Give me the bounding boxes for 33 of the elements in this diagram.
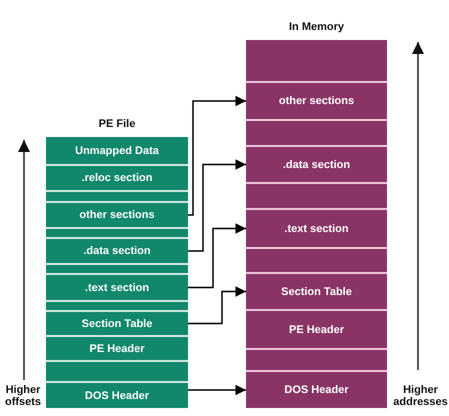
axis-note: Higher offsets — [4, 384, 42, 408]
section-band: .data section — [46, 239, 188, 263]
section-band: PE Header — [46, 337, 188, 360]
section-band: Section Table — [246, 274, 387, 309]
empty-band — [46, 302, 188, 310]
arrow — [188, 286, 246, 324]
arrow — [188, 159, 246, 252]
empty-band — [46, 229, 188, 237]
empty-band — [246, 121, 387, 145]
section-band: DOS Header — [46, 383, 188, 408]
empty-band — [246, 184, 387, 208]
empty-band — [246, 40, 387, 81]
section-band: .reloc section — [46, 166, 188, 190]
arrow — [188, 384, 246, 396]
section-band: PE Header — [246, 311, 387, 348]
arrow — [188, 223, 246, 288]
empty-band — [46, 362, 188, 381]
section-band: .text section — [46, 275, 188, 300]
empty-band — [46, 265, 188, 273]
arrow — [188, 96, 246, 216]
empty-band — [246, 350, 387, 370]
section-band: DOS Header — [246, 372, 387, 408]
axis-note: Higher addresses — [392, 384, 449, 408]
section-band: other sections — [46, 203, 188, 227]
section-band: Unmapped Data — [46, 137, 188, 164]
section-band: Section Table — [46, 312, 188, 335]
stack-title: In Memory — [288, 21, 345, 33]
empty-band — [46, 192, 188, 201]
section-band: other sections — [246, 83, 387, 119]
empty-band — [246, 249, 387, 272]
stack-title: PE File — [98, 118, 136, 130]
section-band: .data section — [246, 147, 387, 182]
section-band: .text section — [246, 210, 387, 247]
